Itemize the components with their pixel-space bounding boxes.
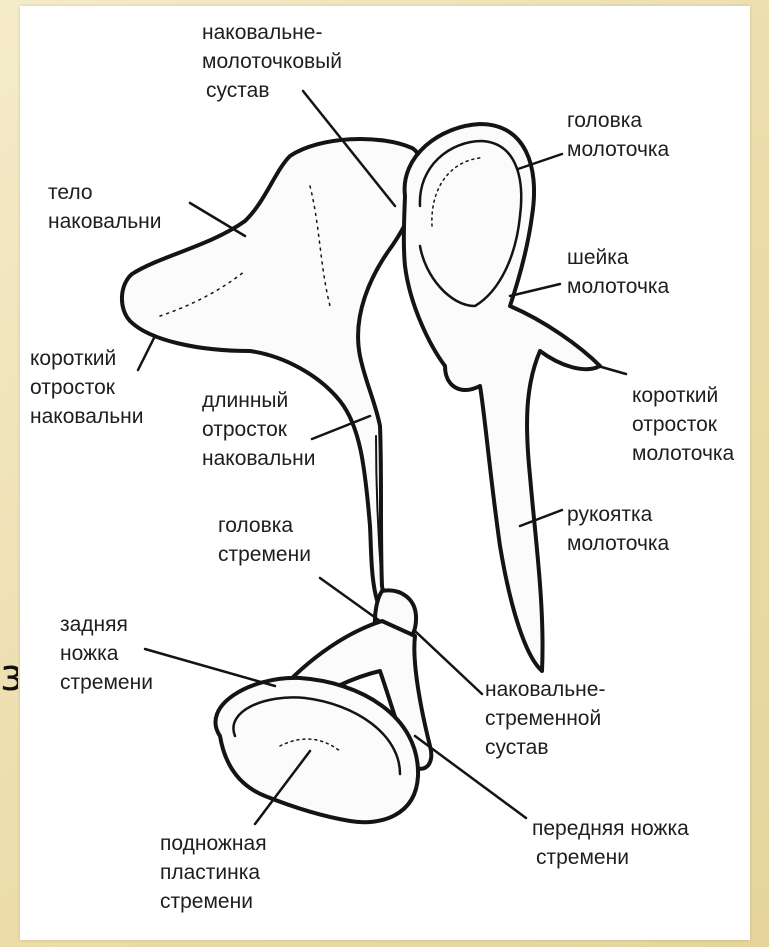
label-malleus-head: головка молоточка: [567, 106, 669, 164]
label-malleus-handle: рукоятка молоточка: [567, 500, 669, 558]
label-incus-short-process: короткий отросток наковальни: [30, 344, 144, 431]
label-malleus-neck: шейка молоточка: [567, 243, 669, 301]
label-incus-long-process: длинный отросток наковальни: [202, 386, 316, 473]
label-incus-body: тело наковальни: [48, 178, 162, 236]
label-stapes-head: головка стремени: [218, 511, 311, 569]
label-stapes-anterior-crus: передняя ножка стремени: [532, 814, 689, 872]
diagram-card: наковальне- молоточковый сустав головка …: [20, 6, 750, 940]
label-stapes-posterior-crus: задняя ножка стремени: [60, 610, 153, 697]
label-malleus-short-process: короткий отросток молоточка: [632, 381, 734, 468]
label-stapes-footplate: подножная пластинка стремени: [160, 829, 267, 916]
slide-letter-fragment: з: [0, 650, 18, 701]
label-incudomallear-joint: наковальне- молоточковый сустав: [202, 18, 342, 105]
label-incudostapedial-joint: наковальне- стременной сустав: [485, 675, 605, 762]
